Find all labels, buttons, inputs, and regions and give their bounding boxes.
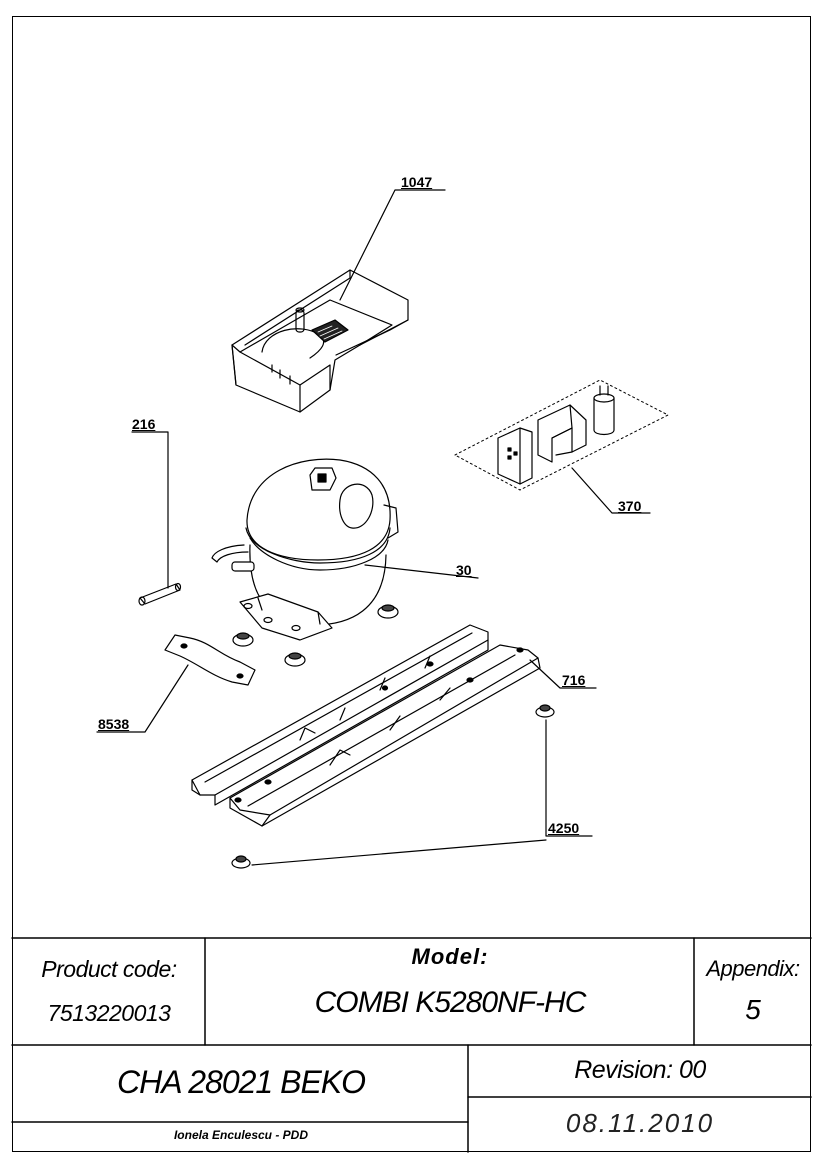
part-216-rod: [138, 582, 182, 606]
model-label: Model:: [411, 944, 489, 969]
product-code-value: 7513220013: [47, 1000, 171, 1026]
appendix-label: Appendix:: [706, 956, 800, 981]
revision: Revision: 00: [574, 1056, 706, 1084]
leader-1047: [339, 189, 446, 301]
part-30-compressor: [211, 458, 399, 641]
document-name: CHA 28021 BEKO: [116, 1064, 366, 1100]
callout-1047: 1047: [401, 174, 433, 190]
product-code-label: Product code:: [41, 956, 177, 982]
model-value: COMBI K5280NF-HC: [314, 986, 587, 1019]
callout-30: 30: [456, 562, 472, 578]
leader-716: [529, 659, 597, 689]
title-block: [11, 937, 812, 1153]
author: Ionela Enculescu - PDD: [173, 1128, 309, 1142]
part-4250-grommets: [231, 704, 555, 869]
part-716-base-rails: [191, 624, 541, 827]
appendix-value: 5: [745, 994, 761, 1025]
callout-8538: 8538: [98, 716, 130, 732]
leader-8538: [96, 664, 189, 733]
callout-370: 370: [618, 498, 642, 514]
rubber-grommets: [232, 632, 306, 667]
part-1047-tray: [231, 269, 409, 413]
leader-216: [131, 431, 169, 589]
leader-370: [571, 467, 651, 514]
leader-4250: [251, 719, 593, 866]
date: 08.11.2010: [565, 1108, 715, 1138]
part-8538-plate: [164, 634, 256, 686]
part-370-electrical-kit: [454, 379, 669, 491]
callout-216: 216: [132, 416, 156, 432]
drawing-sheet: [12, 16, 811, 1152]
callout-4250: 4250: [548, 820, 580, 836]
leader-30: [364, 564, 479, 579]
callout-716: 716: [562, 672, 586, 688]
